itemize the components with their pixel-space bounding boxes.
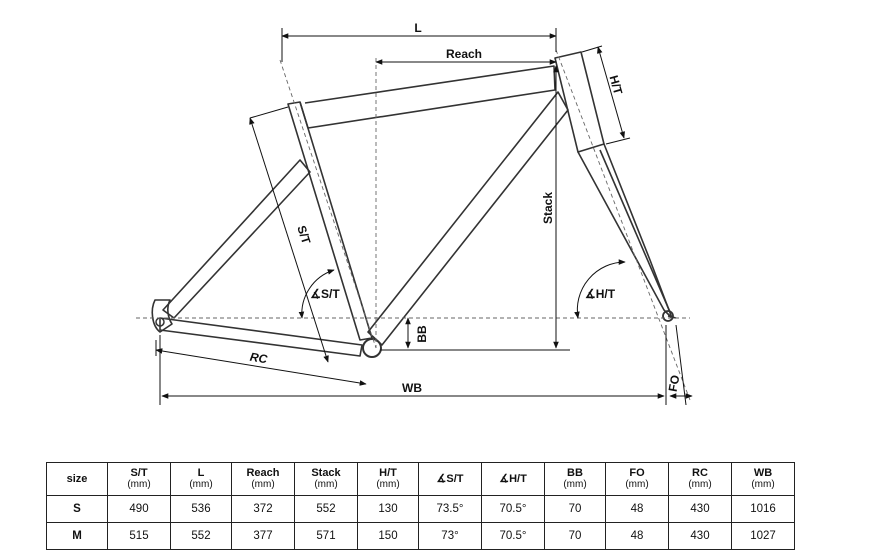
bike-frame [151, 51, 677, 357]
header-rc: RC(mm) [668, 462, 732, 496]
table-cell: 571 [294, 522, 358, 550]
header-st: S/T(mm) [107, 462, 171, 496]
label-wb: WB [402, 381, 422, 395]
table-cell: M [46, 522, 108, 550]
table-cell: 73.5° [418, 495, 482, 523]
table-cell: 430 [668, 522, 732, 550]
header-reach: Reach(mm) [231, 462, 295, 496]
label-ht: H/T [606, 74, 625, 97]
table-cell: 48 [605, 495, 669, 523]
table-row: S 490 536 372 552 130 73.5° 70.5° 70 48 … [46, 495, 795, 523]
header-st-angle: ∡S/T [418, 462, 482, 496]
table-cell: 70.5° [481, 495, 545, 523]
table-cell: 48 [605, 522, 669, 550]
table-cell: 377 [231, 522, 295, 550]
label-st-angle: ∡S/T [310, 287, 340, 301]
construction-lines [136, 49, 691, 401]
table-cell: 130 [357, 495, 419, 523]
header-size: size [46, 462, 108, 496]
label-l: L [414, 21, 421, 35]
table-cell: 1027 [731, 522, 795, 550]
geometry-table: size S/T(mm) L(mm) Reach(mm) Stack(mm) H… [46, 462, 795, 550]
table-header-row: size S/T(mm) L(mm) Reach(mm) Stack(mm) H… [46, 462, 795, 496]
label-reach: Reach [446, 47, 482, 61]
label-bb: BB [415, 325, 429, 343]
table-cell: 430 [668, 495, 732, 523]
table-cell: S [46, 495, 108, 523]
header-stack: Stack(mm) [294, 462, 358, 496]
label-rc: RC [249, 350, 269, 367]
label-st: S/T [294, 224, 313, 247]
table-cell: 552 [294, 495, 358, 523]
table-cell: 490 [107, 495, 171, 523]
label-ht-angle: ∡H/T [585, 287, 616, 301]
frame-geometry-diagram: L Reach H/T S/T Stack ∡S/T ∡H/T BB RC WB… [136, 21, 693, 406]
header-l: L(mm) [170, 462, 232, 496]
table-cell: 515 [107, 522, 171, 550]
front-axle [662, 310, 674, 322]
header-ht-angle: ∡H/T [481, 462, 545, 496]
label-stack: Stack [541, 192, 555, 224]
table-cell: 372 [231, 495, 295, 523]
table-cell: 70 [544, 522, 606, 550]
bottom-bracket [362, 338, 382, 358]
header-wb: WB(mm) [731, 462, 795, 496]
table-cell: 150 [357, 522, 419, 550]
table-cell: 536 [170, 495, 232, 523]
table-cell: 70 [544, 495, 606, 523]
label-fo: FO [666, 374, 683, 393]
table-cell: 1016 [731, 495, 795, 523]
table-cell: 552 [170, 522, 232, 550]
dimension-lines [155, 28, 693, 406]
table-cell: 73° [418, 522, 482, 550]
table-cell: 70.5° [481, 522, 545, 550]
header-fo: FO(mm) [605, 462, 669, 496]
header-bb: BB(mm) [544, 462, 606, 496]
header-ht: H/T(mm) [357, 462, 419, 496]
table-row: M 515 552 377 571 150 73° 70.5° 70 48 43… [46, 522, 795, 550]
